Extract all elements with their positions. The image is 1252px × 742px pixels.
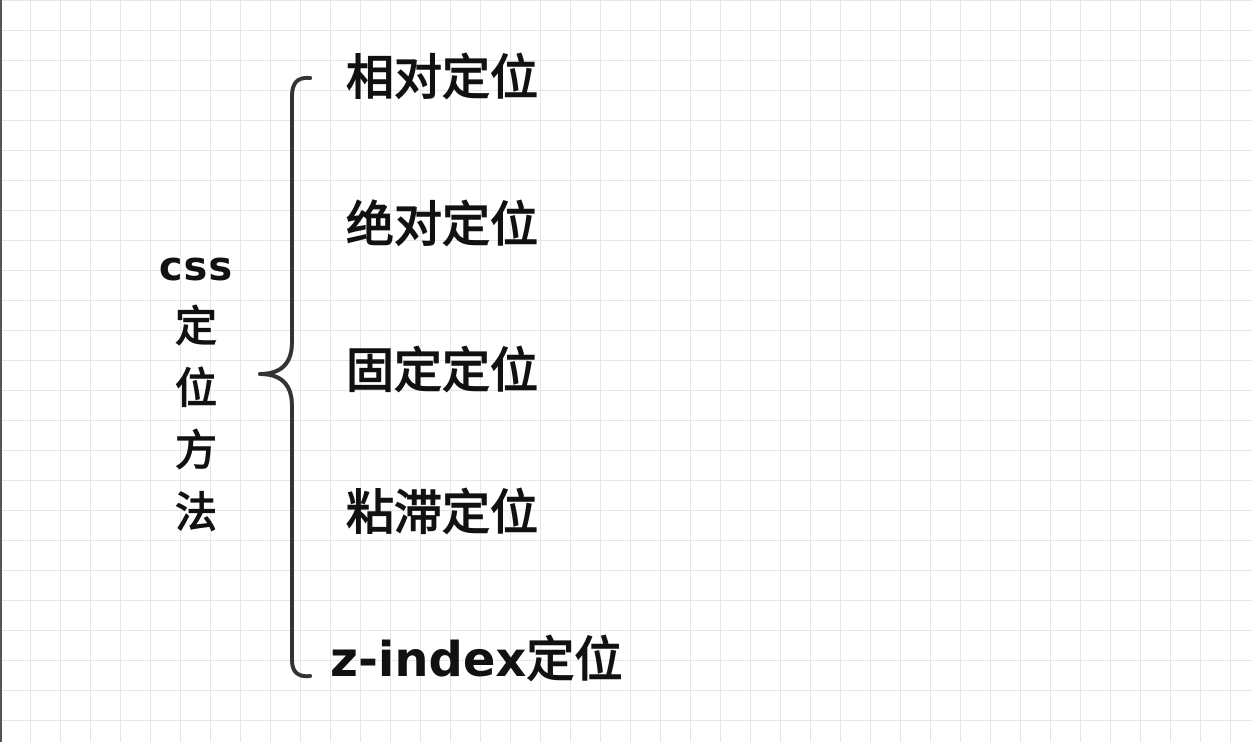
branch-absolute-positioning: 绝对定位 bbox=[346, 197, 539, 253]
brace-path bbox=[258, 75, 312, 679]
root-label-line: 位 bbox=[174, 364, 217, 413]
root-label-line: 定 bbox=[174, 302, 217, 351]
branch-sticky-positioning: 粘滞定位 bbox=[346, 485, 539, 541]
branch-z-index-positioning: z-index定位 bbox=[330, 632, 623, 688]
canvas-left-border bbox=[0, 0, 2, 742]
curly-brace-connector bbox=[258, 75, 312, 679]
root-node-label: css 定 位 方 法 bbox=[150, 238, 242, 544]
root-label-line: css bbox=[158, 244, 234, 290]
root-label-line: 方 bbox=[174, 426, 217, 475]
root-label-line: 法 bbox=[174, 488, 217, 537]
branch-fixed-positioning: 固定定位 bbox=[346, 343, 539, 399]
branch-relative-positioning: 相对定位 bbox=[346, 50, 539, 106]
